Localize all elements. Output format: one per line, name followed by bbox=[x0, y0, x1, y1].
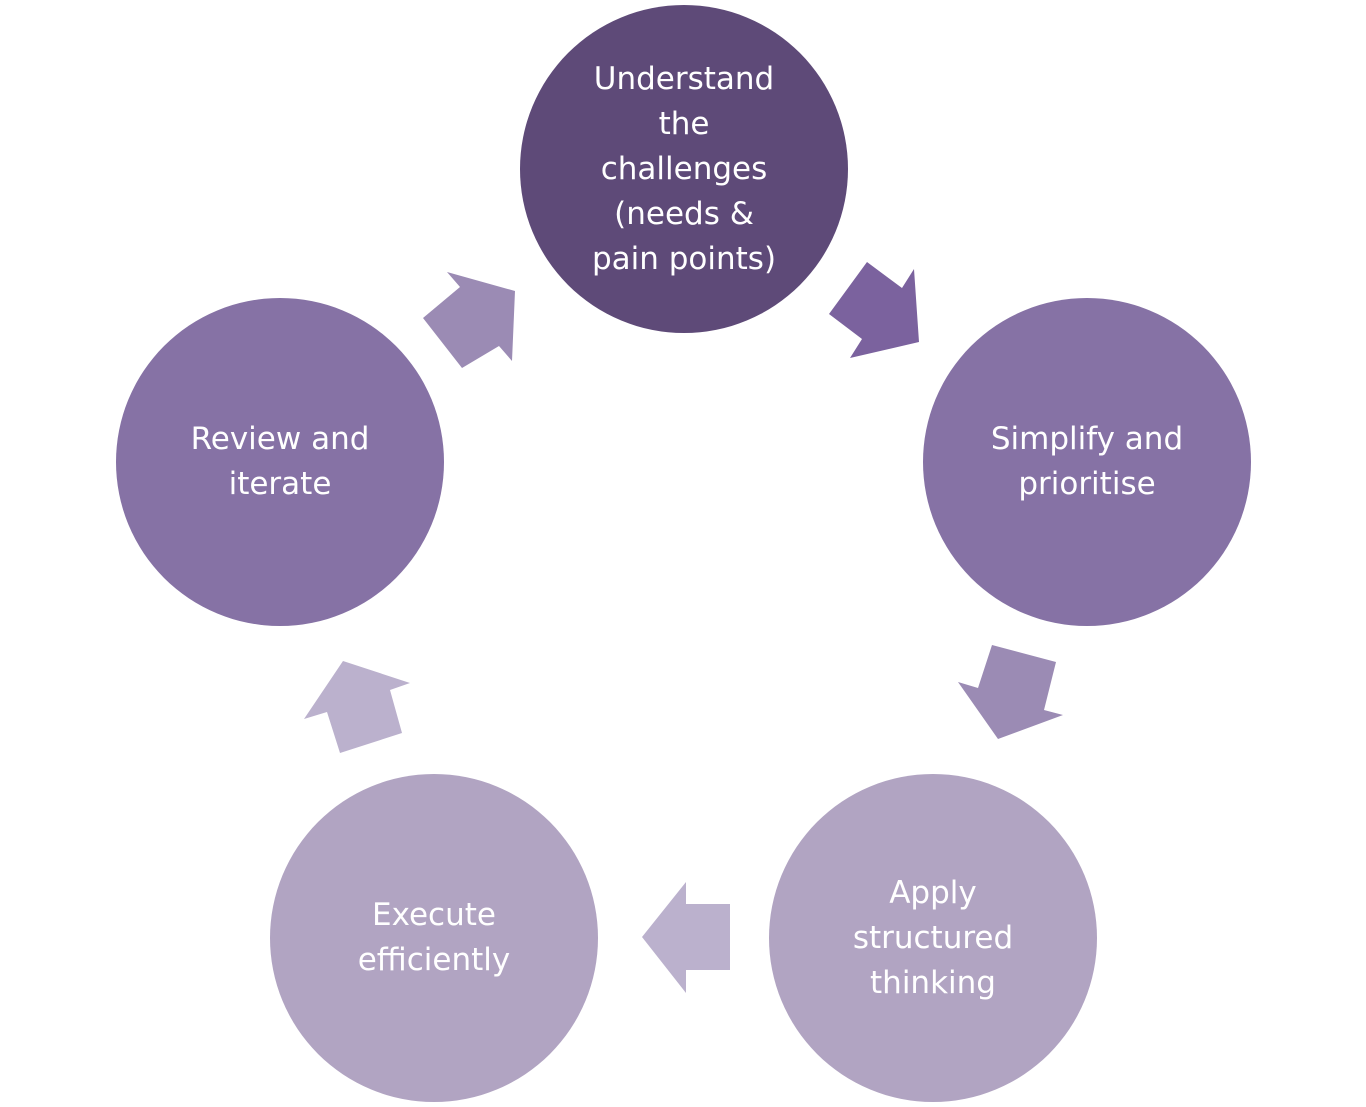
step-label: Execute efficiently bbox=[357, 897, 511, 978]
step-label: Review and iterate bbox=[190, 421, 370, 502]
step-review-iterate: Review and iterate bbox=[116, 298, 444, 626]
step-understand-challenges: Understand the challenges (needs & pain … bbox=[520, 5, 848, 333]
step-simplify-prioritise: Simplify and prioritise bbox=[923, 298, 1251, 626]
arrow-understand-to-simplify bbox=[829, 262, 919, 358]
arrow-simplify-to-apply bbox=[958, 645, 1063, 739]
step-label: Simplify and prioritise bbox=[990, 421, 1184, 502]
step-label: Understand the challenges (needs & pain … bbox=[591, 60, 777, 277]
arrow-review-to-understand bbox=[423, 272, 515, 368]
step-label: Apply structured thinking bbox=[852, 874, 1014, 1001]
step-apply-structured-thinking: Apply structured thinking bbox=[769, 774, 1097, 1102]
step-execute-efficiently: Execute efficiently bbox=[270, 774, 598, 1102]
arrow-apply-to-execute bbox=[642, 882, 730, 993]
arrow-execute-to-review bbox=[304, 661, 410, 753]
